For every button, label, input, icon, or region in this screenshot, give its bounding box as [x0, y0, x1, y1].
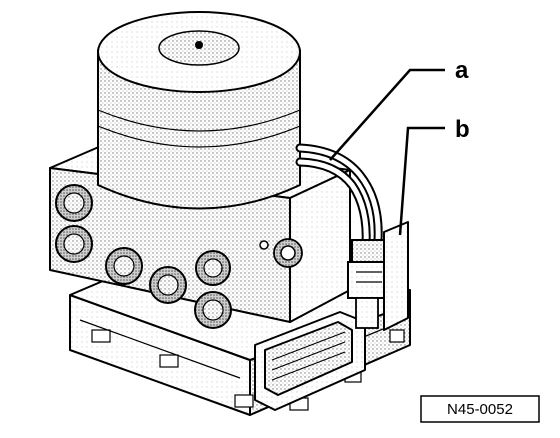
callout-b-label: b — [455, 116, 470, 143]
brake-line-fittings — [55, 184, 232, 329]
callout-a-leader — [329, 68, 445, 161]
callout-a-label: a — [455, 57, 469, 84]
fitting-cap — [195, 250, 231, 286]
mounting-bracket — [383, 221, 409, 331]
callout-b-leader — [398, 126, 445, 236]
figure-number-box: N45-0052 — [420, 395, 540, 423]
fitting-cap — [55, 184, 93, 222]
pump-motor — [97, 11, 301, 210]
callout-a: a — [329, 57, 469, 161]
figure-number: N45-0052 — [447, 401, 513, 418]
wiring-harness — [295, 143, 383, 250]
fitting-cap — [105, 247, 143, 285]
fitting-cap — [55, 225, 93, 263]
fitting-cap — [149, 266, 187, 304]
callout-b: b — [398, 116, 470, 236]
connector-housing — [254, 311, 366, 411]
fitting-cap — [194, 291, 232, 329]
